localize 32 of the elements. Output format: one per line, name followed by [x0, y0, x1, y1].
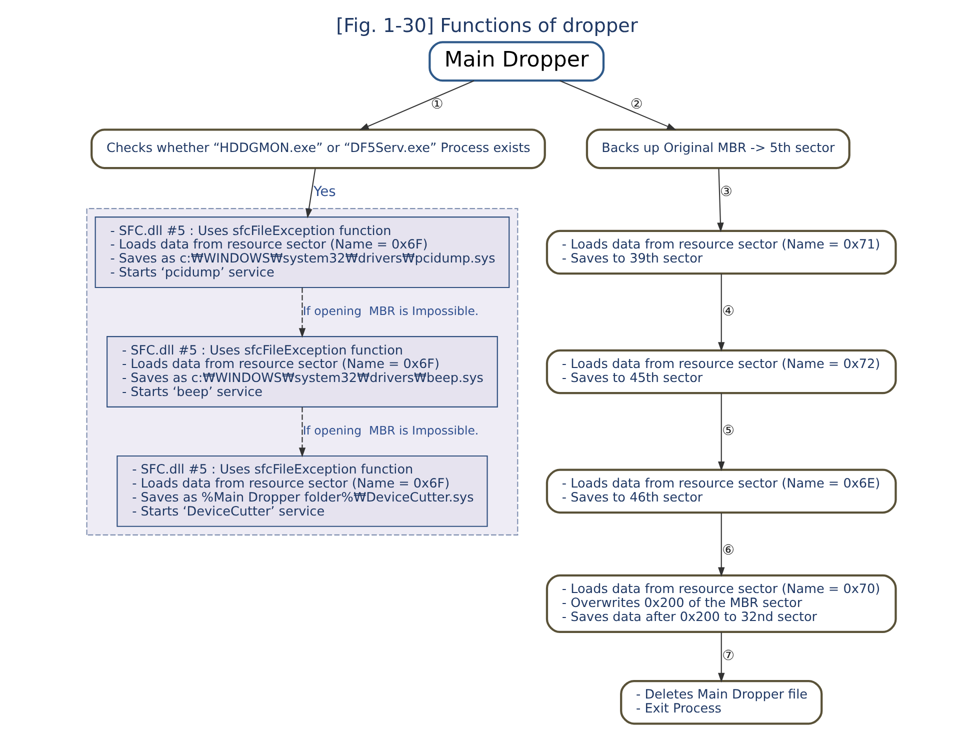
node-box: - Deletes Main Dropper file - Exit Process — [620, 680, 822, 725]
edge-label: ⑤ — [722, 423, 734, 440]
diagram-title: [Fig. 1-30] Functions of dropper — [336, 14, 638, 37]
edge-label: ⑦ — [722, 648, 734, 664]
node-box: Checks whether “HDDGMON.exe” or “DF5Serv.exe” Process exists — [90, 128, 546, 170]
edge-label: ③ — [719, 184, 732, 200]
arrow — [559, 80, 676, 130]
arrow — [298, 288, 306, 338]
edge-label: ⑥ — [722, 542, 734, 559]
node-box: - SFC.dll #5 : Uses sfcFileException function - Loads data from resource sector (Name = 0x6F) - Saves as %Main Dropper folder%₩DeviceCutter.sys - Starts ‘DeviceCutter’ service — [116, 455, 488, 527]
edge-label: Yes — [312, 184, 336, 200]
edge-label: ① — [430, 96, 443, 113]
arrow — [305, 168, 316, 218]
arrow — [718, 632, 724, 682]
edge-label: ② — [630, 96, 642, 113]
node-box: - Loads data from resource sector (Name = 0x72) - Saves to 45th sector — [545, 349, 896, 394]
arrow — [718, 513, 724, 577]
arrow — [718, 274, 724, 352]
node-box: - Loads data from resource sector (Name = 0x6E) - Saves to 46th sector — [545, 468, 896, 514]
node-box: - Loads data from resource sector (Name = 0x70) - Overwrites 0x200 of the MBR sector - Saves data after 0x200 to 32nd sector — [545, 574, 896, 634]
arrow — [298, 407, 306, 458]
arrow — [718, 393, 724, 472]
node-box: Backs up Original MBR -> 5th sector — [585, 128, 850, 170]
node-box: Main Dropper — [428, 41, 604, 82]
edge-label: If opening MBR is Impossible. — [302, 423, 478, 438]
arrow — [716, 168, 724, 232]
node-box: - SFC.dll #5 : Uses sfcFileException function - Loads data from resource sector (Name = 0x6F) - Saves as c:₩WINDOWS₩system32₩drivers₩pcidump.sys - Starts ‘pcidump’ service — [94, 216, 510, 288]
edge-label: If opening MBR is Impossible. — [302, 304, 478, 318]
node-box: - SFC.dll #5 : Uses sfcFileException function - Loads data from resource sector (Name = 0x6F) - Saves as c:₩WINDOWS₩system32₩drivers₩beep.sys - Starts ‘beep’ service — [106, 336, 498, 408]
arrow — [358, 80, 474, 130]
edge-label: ④ — [722, 304, 734, 320]
node-box: - Loads data from resource sector (Name = 0x71) - Saves to 39th sector — [545, 230, 896, 275]
